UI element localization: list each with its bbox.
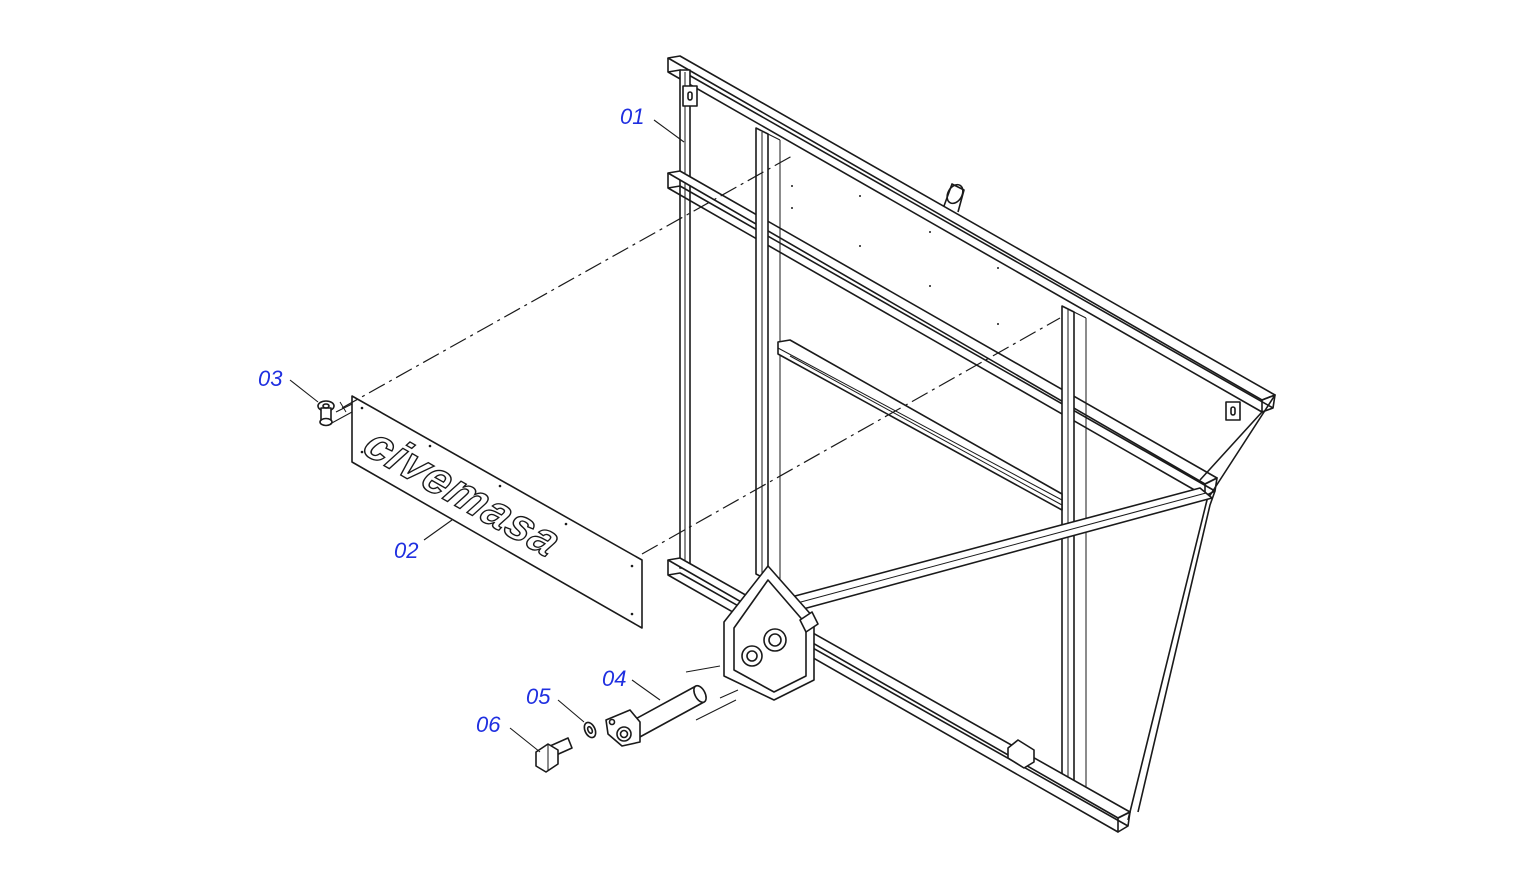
pin-part-04 [605, 684, 707, 747]
part-label-03: 03 [258, 366, 283, 391]
bottom-beam [667, 557, 1131, 819]
part-label-04: 04 [602, 666, 626, 691]
assembly-center-lines [329, 155, 1061, 721]
part-labels: 01 02 03 04 05 06 [258, 104, 644, 737]
frame-hole-marks [791, 185, 999, 325]
logo-plate [351, 395, 643, 629]
leader-lines [289, 119, 685, 753]
lower-rail [777, 339, 1063, 511]
washer-part-05 [583, 721, 597, 739]
logo-plate-text: civemasa [354, 419, 573, 566]
bolt-part-06 [535, 737, 573, 773]
part-label-05: 05 [526, 684, 551, 709]
part-label-01: 01 [620, 104, 644, 129]
part-label-06: 06 [476, 712, 501, 737]
frame-part-01 [667, 55, 1276, 833]
right-end-plate [1127, 394, 1276, 821]
spacer-part-03 [317, 400, 335, 427]
part-label-02: 02 [394, 538, 418, 563]
logo-plate-part-02: civemasa [351, 395, 643, 629]
